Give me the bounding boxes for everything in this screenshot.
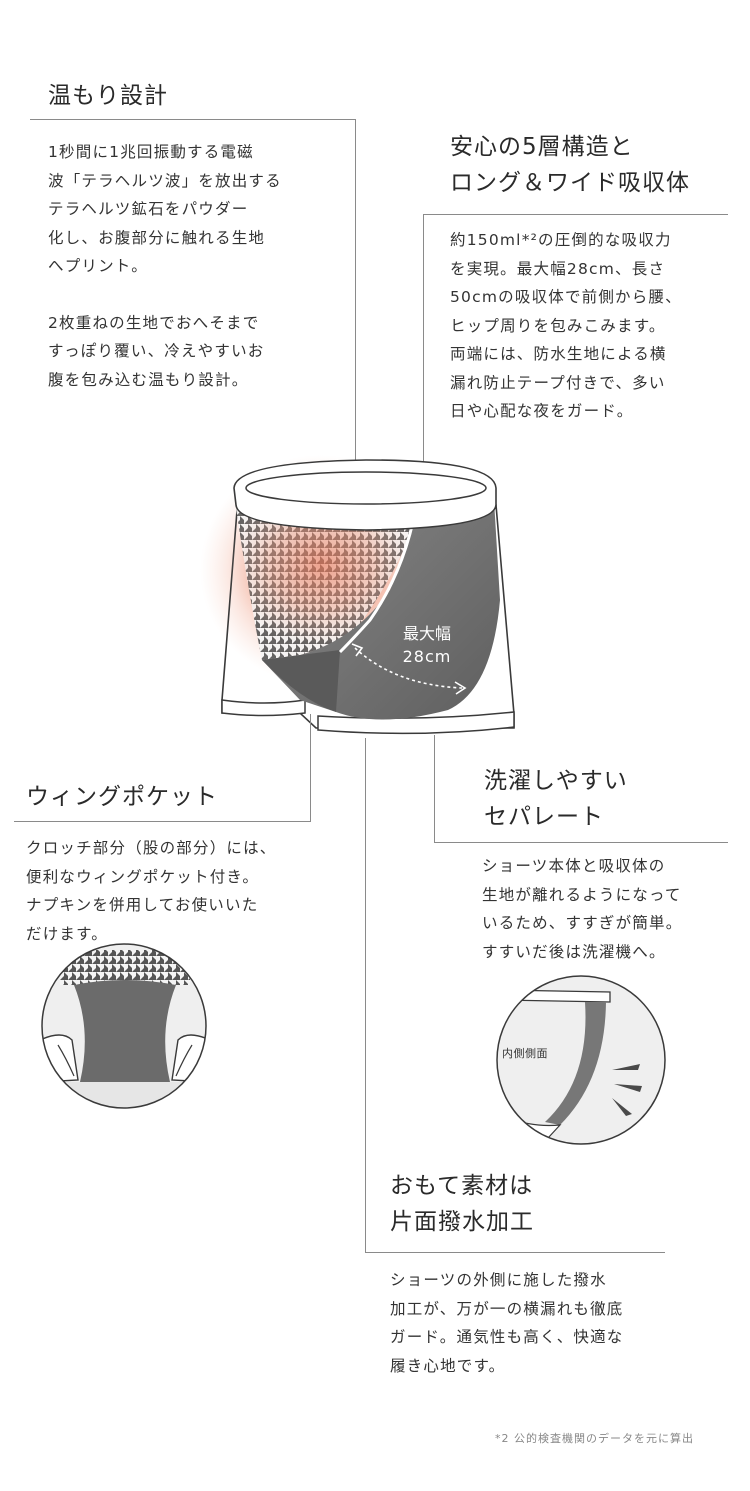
warmth-line: へプリント。 (48, 257, 148, 275)
washable-line: ショーツ本体と吸収体の (482, 857, 666, 875)
washable-description: ショーツ本体と吸収体の 生地が離れるようになって いるため、すすぎが簡単。 すす… (482, 852, 682, 966)
washable-title: 洗濯しやすい セパレート (484, 763, 628, 835)
wing-title: ウィングポケット (26, 784, 218, 810)
width-arrow-head-left (351, 643, 364, 657)
wing-line: だけます。 (26, 924, 108, 943)
washable-title-line1: 洗濯しやすい (484, 768, 628, 794)
width-label-line1: 最大幅 (403, 624, 451, 643)
absorber-line: 約150ml*²の圧倒的な吸収力 (450, 231, 672, 249)
repellent-title-line2: 片面撥水加工 (390, 1209, 534, 1235)
shorts-illustration: 最大幅 28cm (200, 455, 515, 735)
warmth-line: 2枚重ねの生地でおへそまで (48, 313, 260, 332)
repellent-description: ショーツの外側に施した撥水 加工が、万が一の横漏れも徹底 ガード。通気性も高く、… (390, 1266, 624, 1380)
repellent-rule-vertical (365, 738, 366, 1252)
repellent-title: おもて素材は 片面撥水加工 (390, 1168, 534, 1240)
inner-side-label: 内側側面 (502, 1046, 548, 1060)
washable-circle-outline (496, 975, 666, 1145)
repellent-line: 加工が、万が一の横漏れも徹底 (390, 1299, 624, 1318)
repellent-title-line1: おもて素材は (390, 1173, 534, 1199)
wing-rule-horizontal (14, 821, 311, 822)
washable-line: すすいだ後は洗濯機へ。 (482, 942, 666, 961)
warmth-line: 1秒間に1兆回振動する電磁 (48, 143, 254, 161)
warmth-title: 温もり設計 (48, 83, 168, 109)
wing-description: クロッチ部分（股の部分）には、 便利なウィングポケット付き。 ナプキンを併用して… (26, 834, 277, 948)
repellent-line: ショーツの外側に施した撥水 (390, 1271, 607, 1289)
wing-line: 便利なウィングポケット付き。 (26, 867, 260, 886)
absorber-description: 約150ml*²の圧倒的な吸収力 を実現。最大幅28cm、長さ 50cmの吸収体… (450, 226, 682, 426)
warmth-line: 化し、お腹部分に触れる生地 (48, 228, 266, 247)
repellent-rule-horizontal (365, 1252, 665, 1253)
absorber-title: 安心の5層構造と ロング＆ワイド吸収体 (450, 129, 690, 201)
absorber-rule-horizontal (423, 214, 728, 215)
width-arrow (354, 647, 463, 689)
absorber-line: 両端には、防水生地による横 (450, 345, 667, 363)
warmth-line: すっぽり覆い、冷えやすいお (48, 342, 265, 360)
absorber-line: を実現。最大幅28cm、長さ (450, 259, 666, 278)
wing-rule-vertical (310, 714, 311, 821)
washable-rule-horizontal (434, 842, 728, 843)
warmth-line: 波「テラヘルツ波」を放出する (48, 171, 282, 190)
width-label-line2: 28cm (403, 647, 452, 666)
width-arrow-head-right (454, 681, 467, 695)
absorber-line: 漏れ防止テープ付きで、多い (450, 373, 666, 392)
warmth-line: テラヘルツ鉱石をパウダー (48, 200, 249, 218)
washable-title-line2: セパレート (484, 804, 604, 830)
wing-line: クロッチ部分（股の部分）には、 (26, 839, 277, 857)
washable-rule-vertical (434, 735, 435, 842)
warmth-rule-horizontal (30, 119, 356, 120)
wing-line: ナプキンを併用してお使いいた (26, 896, 259, 914)
absorber-line: 日や心配な夜をガード。 (450, 402, 634, 420)
repellent-line: 履き心地です。 (390, 1356, 506, 1375)
absorber-line: 50cmの吸収体で前側から腰、 (450, 288, 682, 306)
absorber-line: ヒップ周りを包みこみます。 (450, 316, 666, 335)
waistband-opening (245, 471, 487, 505)
warmth-rule-vertical (355, 119, 356, 529)
warmth-line: 腹を包み込む温もり設計。 (48, 370, 249, 389)
left-hem (221, 699, 306, 717)
footnote: *2 公的検査機関のデータを元に算出 (495, 1432, 694, 1445)
washable-line: いるため、すすぎが簡単。 (482, 914, 683, 932)
crotch-panel (262, 650, 340, 712)
absorber-rule-vertical (423, 214, 424, 489)
absorber-title-line2: ロング＆ワイド吸収体 (450, 170, 690, 196)
warmth-description: 1秒間に1兆回振動する電磁 波「テラヘルツ波」を放出する テラヘルツ鉱石をパウダ… (48, 138, 282, 394)
repellent-line: ガード。通気性も高く、快適な (390, 1328, 624, 1346)
absorber-title-line1: 安心の5層構造と (450, 134, 634, 160)
washable-line: 生地が離れるようになって (482, 885, 682, 904)
wing-circle-outline (41, 943, 207, 1109)
